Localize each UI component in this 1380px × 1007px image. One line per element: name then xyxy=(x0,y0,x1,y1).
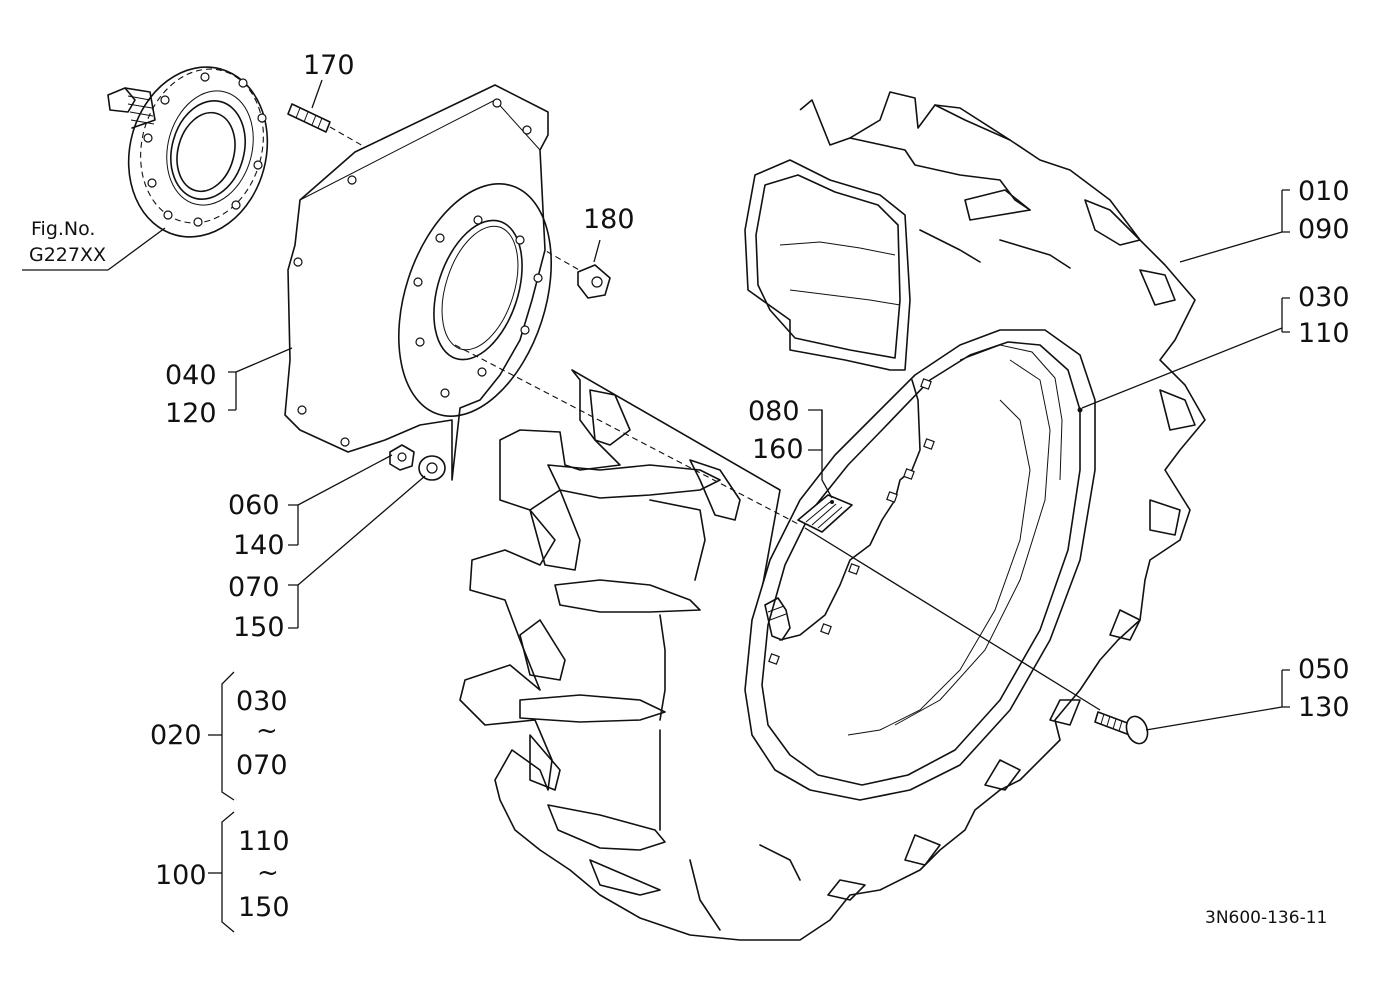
callout-070: 070 xyxy=(228,572,280,603)
assembly-020-from: 030 xyxy=(236,686,288,717)
washer-070 xyxy=(418,455,446,481)
callout-160: 160 xyxy=(752,434,804,465)
figure-ref-label: Fig.No. xyxy=(31,218,96,240)
callout-050: 050 xyxy=(1298,654,1350,685)
assembly-020-to: 070 xyxy=(236,750,288,781)
callout-110: 110 xyxy=(1298,318,1350,349)
callout-030: 030 xyxy=(1298,282,1350,313)
axle-hub xyxy=(22,66,269,271)
callout-170: 170 xyxy=(303,50,355,81)
callout-130: 130 xyxy=(1298,692,1350,723)
assembly-100-id: 100 xyxy=(155,860,207,891)
nut-060 xyxy=(389,444,415,471)
stud-170 xyxy=(287,79,331,133)
callout-090: 090 xyxy=(1298,214,1350,245)
callout-080: 080 xyxy=(748,396,800,427)
bolt-050 xyxy=(1094,706,1283,745)
callout-060: 060 xyxy=(228,490,280,521)
wheel-disc xyxy=(235,84,553,481)
assembly-100-sep: ~ xyxy=(257,858,279,888)
callout-120: 120 xyxy=(165,398,217,429)
callout-010: 010 xyxy=(1298,176,1350,207)
assembly-100-to: 150 xyxy=(238,892,290,923)
figure-ref-number: G227XX xyxy=(29,244,107,266)
nut-180 xyxy=(577,239,611,299)
callout-040: 040 xyxy=(165,360,217,391)
callout-180: 180 xyxy=(583,204,635,235)
callout-150: 150 xyxy=(233,612,285,643)
drawing-code: 3N600-136-11 xyxy=(1205,908,1328,928)
warning-label xyxy=(797,410,853,533)
assembly-020-sep: ~ xyxy=(256,716,278,746)
callout-brackets xyxy=(208,189,1290,933)
wheel-rim xyxy=(744,327,1283,801)
callout-140: 140 xyxy=(233,530,285,561)
assembly-100-from: 110 xyxy=(238,826,290,857)
assembly-020-id: 020 xyxy=(150,720,202,751)
